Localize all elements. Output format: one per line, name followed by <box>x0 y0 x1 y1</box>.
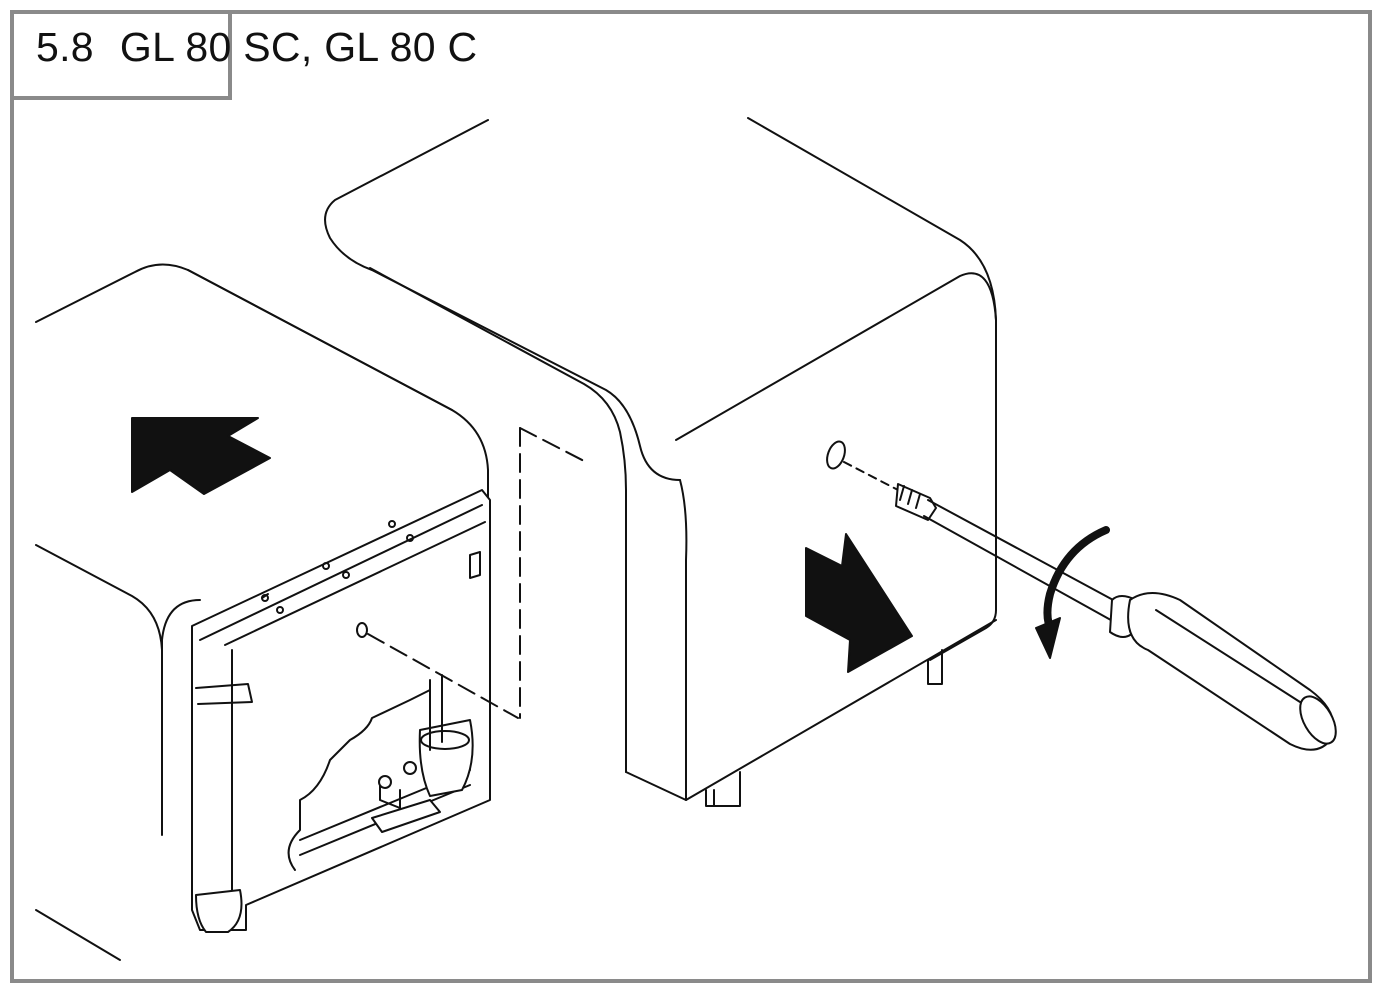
heading-box <box>10 10 232 100</box>
push-arrow <box>131 417 271 495</box>
burner-cover <box>324 117 997 807</box>
burner-housing <box>35 263 491 961</box>
section-title: 5.8 GL 80 SC, GL 80 C <box>36 24 477 71</box>
section-number: 5.8 <box>36 24 94 70</box>
rotate-arrow <box>1035 526 1110 659</box>
pull-arrow <box>805 533 913 673</box>
alignment-guide <box>367 427 587 719</box>
section-models: GL 80 SC, GL 80 C <box>119 24 478 70</box>
figure-frame <box>10 10 1372 983</box>
screwdriver <box>843 461 1337 751</box>
